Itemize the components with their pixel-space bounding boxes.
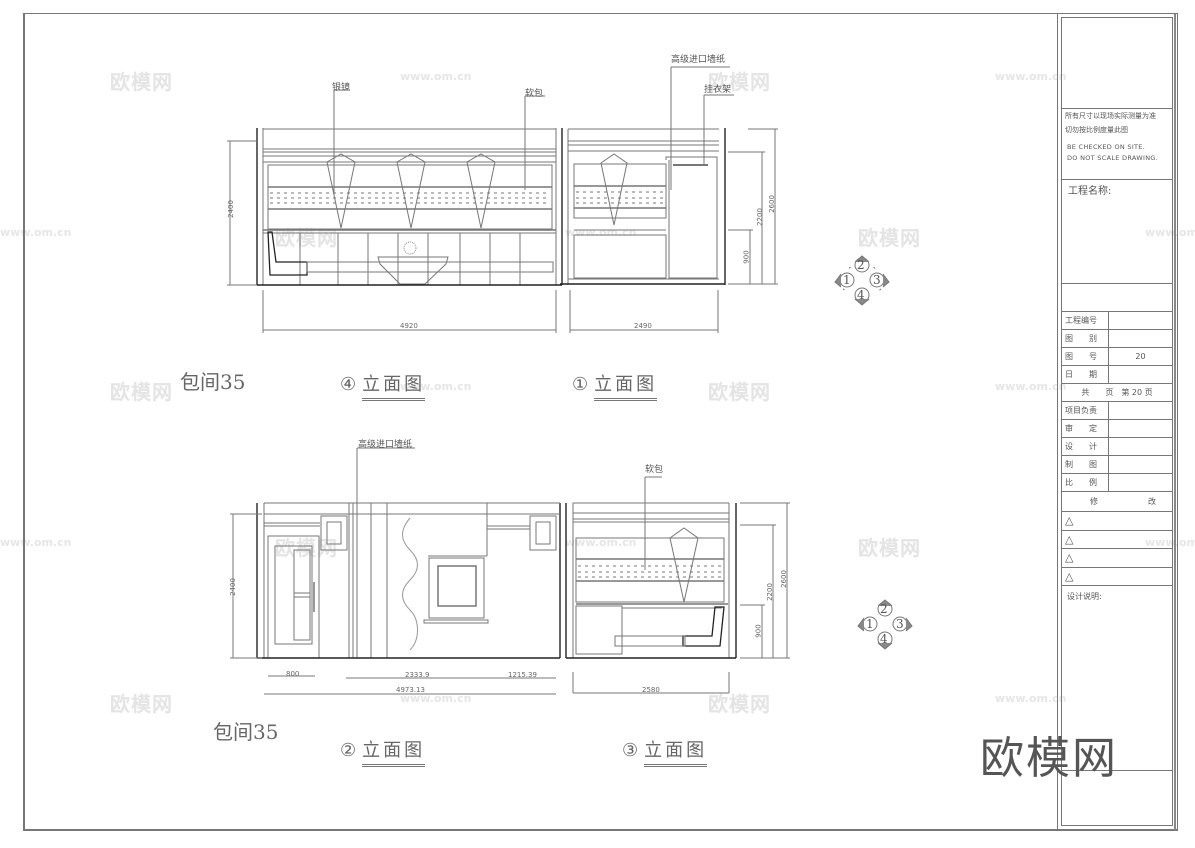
watermark-url: www.om.cn [400, 380, 472, 393]
watermark-logo: 欧模网 [708, 692, 771, 716]
dim-total: 4973.13 [396, 686, 425, 694]
dim-door: 800 [286, 670, 300, 678]
watermark-url: www.om.cn [0, 536, 72, 549]
title-block-separator [1057, 14, 1058, 830]
tb-row-scale: 比 例 [1062, 473, 1172, 491]
tb-row-revision-header: 修 改 [1062, 491, 1172, 511]
index-symbol [857, 599, 913, 650]
room-title-bottom: 包间35 [213, 720, 279, 744]
callout-wallpaper: 高级进口墙纸 [671, 55, 726, 65]
dim-width: 2580 [642, 686, 660, 694]
watermark-logo: 欧模网 [110, 70, 173, 94]
dim-width: 4920 [400, 322, 418, 330]
tb-design-notes: 设计说明: [1062, 585, 1172, 770]
watermark-logo: 欧模网 [110, 380, 173, 404]
room-title-top: 包间35 [180, 370, 246, 394]
watermark-url: www.om.cn [0, 226, 72, 239]
tb-note-en-1: BE CHECKED ON SITE. [1067, 143, 1146, 151]
index-num-4: 4 [857, 288, 865, 302]
index-num-2: 2 [880, 602, 888, 616]
watermark-url: www.om.cn [565, 536, 637, 549]
tb-row-project-lead: 项目负责 [1062, 401, 1172, 419]
dim-mid: 2333.9 [405, 671, 430, 679]
dim-height-low: 900 [754, 624, 763, 638]
callout-soft-panel: 软包 [645, 465, 664, 475]
tb-row-approved: 审 定 [1062, 419, 1172, 437]
index-num-3: 3 [896, 617, 904, 631]
dim-width: 2490 [634, 322, 652, 330]
watermark-url: www.om.cn [1145, 226, 1195, 239]
drawing-border [23, 13, 1178, 831]
tb-note-cn-2: 切勿按比例度量此图 [1065, 126, 1128, 134]
revision-triangle-icon: △ [1065, 570, 1074, 583]
watermark-logo: 欧模网 [708, 380, 771, 404]
callout-mirror: 银镜 [332, 83, 351, 93]
watermark-url: www.om.cn [995, 692, 1067, 705]
tb-row-project-no: 工程编号 [1062, 311, 1172, 329]
dim-height-mid: 2200 [765, 583, 774, 601]
watermark-url: www.om.cn [1145, 536, 1195, 549]
dim-height-total: 2600 [779, 570, 788, 588]
index-num-3: 3 [873, 273, 881, 287]
tb-note-en-2: DO NOT SCALE DRAWING. [1067, 154, 1159, 162]
watermark-url: www.om.cn [995, 70, 1067, 83]
tb-revision-row: △ [1062, 511, 1172, 530]
watermark-url: www.om.cn [400, 70, 472, 83]
index-symbol [834, 255, 890, 306]
tb-project-name: 工程名称: [1062, 179, 1172, 283]
tb-notes: 所有尺寸以现场实际测量为准 切勿按比例度量此图 BE CHECKED ON SI… [1062, 108, 1172, 180]
tb-blank [1062, 283, 1172, 311]
title-block-right-edge [1174, 14, 1176, 830]
tb-note-cn-1: 所有尺寸以现场实际测量为准 [1065, 112, 1156, 120]
index-num-1: 1 [866, 617, 874, 631]
tb-revision-row: △ [1062, 530, 1172, 548]
dim-right: 1215.39 [508, 671, 537, 679]
watermark-url: www.om.cn [400, 692, 472, 705]
tb-revision-row: △ [1062, 567, 1172, 585]
index-num-4: 4 [880, 632, 888, 646]
tb-project-name-label: 工程名称: [1068, 186, 1112, 197]
tb-row-date: 日 期 [1062, 365, 1172, 383]
tb-row-category: 图 别 [1062, 329, 1172, 347]
tb-row-drafter: 制 图 [1062, 455, 1172, 473]
tb-row-designer: 设 计 [1062, 437, 1172, 455]
index-num-2: 2 [857, 258, 865, 272]
callout-soft-panel: 软包 [525, 89, 544, 99]
tb-footer [1062, 770, 1172, 826]
watermark-logo: 欧模网 [110, 692, 173, 716]
tb-revision-row: △ [1062, 548, 1172, 567]
index-num-1: 1 [843, 273, 851, 287]
revision-triangle-icon: △ [1065, 514, 1074, 527]
watermark-url: www.om.cn [995, 380, 1067, 393]
watermark-logo: 欧模网 [858, 226, 921, 250]
callout-wallpaper: 高级进口墙纸 [358, 440, 413, 450]
watermark-logo: 欧模网 [858, 536, 921, 560]
brand-watermark: 欧模网 [980, 733, 1118, 784]
tb-row-pages: 共 页 第 20 页 [1062, 383, 1172, 401]
tb-design-notes-label: 设计说明: [1067, 592, 1102, 601]
watermark-logo: 欧模网 [708, 70, 771, 94]
watermark-url: www.om.cn [565, 226, 637, 239]
revision-triangle-icon: △ [1065, 551, 1074, 564]
title-block: 所有尺寸以现场实际测量为准 切勿按比例度量此图 BE CHECKED ON SI… [1061, 17, 1173, 826]
callout-coat-rack: 挂衣架 [704, 85, 732, 95]
tb-row-drawing-no: 图 号 20 [1062, 347, 1172, 365]
revision-triangle-icon: △ [1065, 533, 1074, 546]
